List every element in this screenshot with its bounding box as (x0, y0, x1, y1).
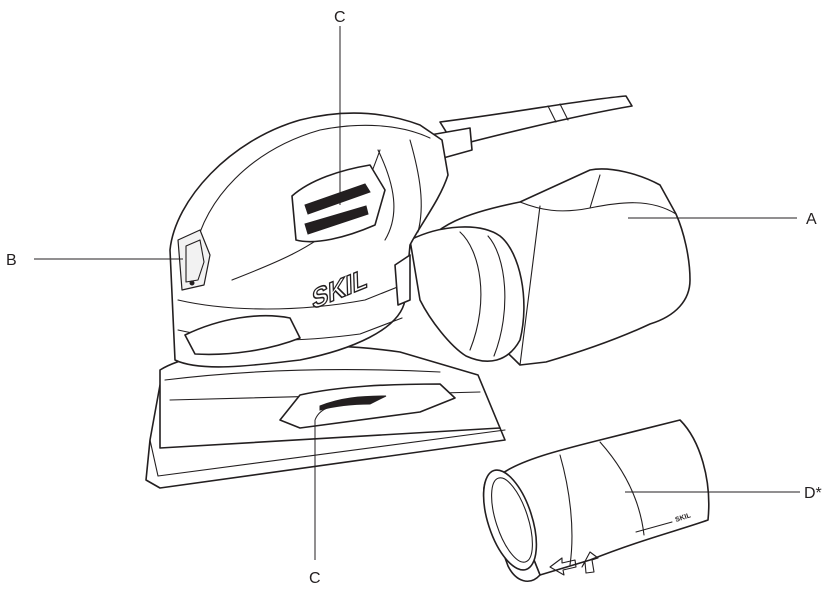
dust-adapter: SKIL (482, 419, 710, 582)
label-c-bottom: C (309, 570, 321, 587)
label-b: B (6, 252, 17, 269)
dust-box (409, 168, 691, 366)
leader-bottom-c-curve (314, 405, 334, 421)
label-d: D* (804, 485, 822, 502)
power-cord (429, 95, 633, 161)
sander-body (169, 112, 449, 368)
adapter-brand-text: SKIL (674, 512, 692, 524)
label-c-top: C (334, 9, 346, 26)
callout-lines (34, 26, 800, 560)
base-pad (145, 345, 506, 489)
label-a: A (806, 211, 817, 228)
